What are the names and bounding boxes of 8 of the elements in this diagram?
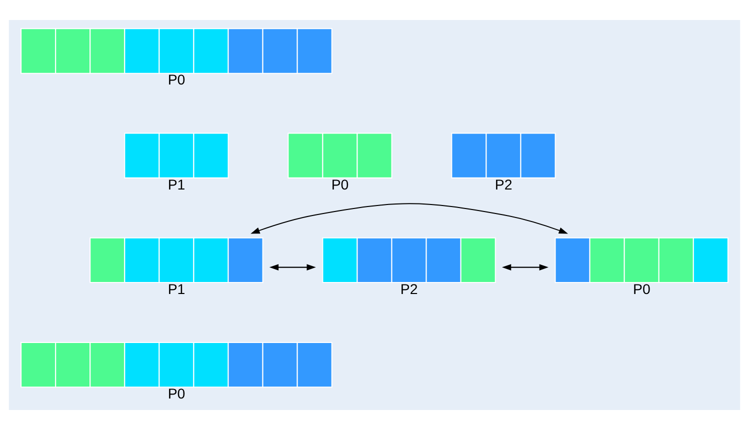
node-label: P0 <box>168 72 186 88</box>
node-label: P0 <box>331 176 349 193</box>
node-label: P2 <box>494 176 512 193</box>
node-label: P1 <box>168 281 186 298</box>
node-label: P0 <box>168 386 186 402</box>
node-label: P0 <box>632 281 650 298</box>
node-label: P2 <box>400 281 418 298</box>
node-label: P1 <box>168 176 186 193</box>
